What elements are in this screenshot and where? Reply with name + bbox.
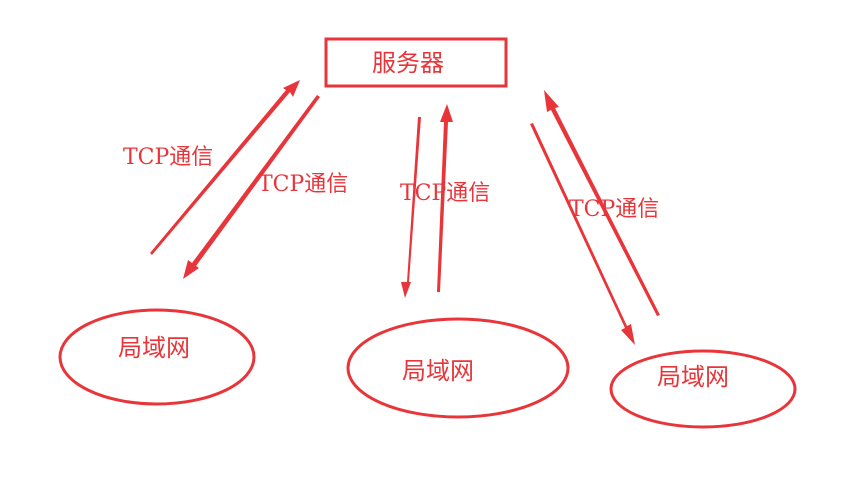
arrow-left-down — [183, 95, 320, 279]
lan-node-right: 局域网 — [609, 349, 797, 429]
arrow-middle-up — [437, 104, 453, 292]
server-box — [324, 37, 508, 88]
edge-label-left-inner: TCP通信 — [258, 172, 348, 197]
edge-label-middle: TCP通信 — [400, 181, 490, 206]
edge-left-down — [183, 95, 320, 279]
server-label: 服务器 — [372, 49, 444, 77]
arrow-middle-down — [401, 117, 421, 298]
edge-right-down — [530, 123, 635, 345]
lan-label-left: 局域网 — [118, 334, 190, 362]
edge-right-up — [544, 90, 660, 316]
edge-label-left-outer: TCP通信 — [123, 145, 213, 170]
arrow-right-down — [530, 123, 635, 345]
arrow-left-up — [150, 80, 300, 255]
edge-middle-up — [437, 104, 453, 292]
lan-ellipse-middle — [346, 317, 570, 419]
lan-node-left: 局域网 — [58, 308, 256, 406]
lan-ellipse-right — [609, 349, 797, 429]
server-node: 服务器 — [324, 37, 508, 88]
edge-left-up — [150, 80, 300, 255]
lan-label-right: 局域网 — [657, 363, 729, 391]
edge-label-right: TCP通信 — [569, 197, 659, 222]
arrow-right-up — [544, 90, 660, 316]
lan-ellipse-left — [58, 308, 256, 406]
lan-node-middle: 局域网 — [346, 317, 570, 419]
edge-middle-down — [401, 117, 421, 298]
lan-label-middle: 局域网 — [402, 357, 474, 385]
